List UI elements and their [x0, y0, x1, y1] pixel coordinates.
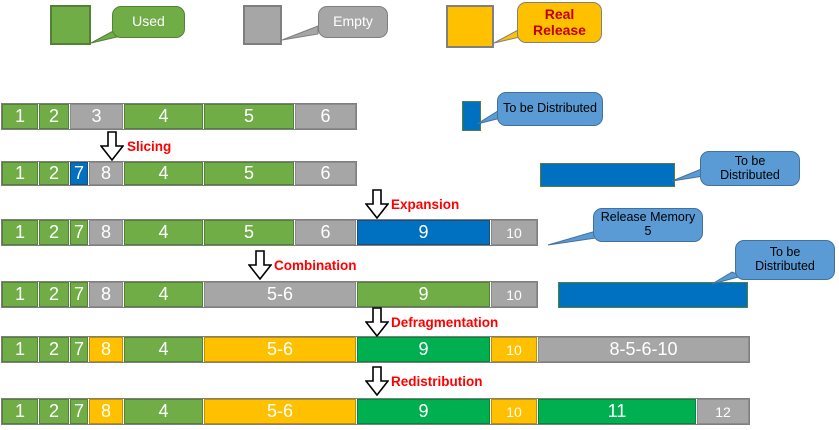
memory-segment-9: 9 [357, 337, 490, 362]
memory-segment-10: 10 [491, 337, 537, 362]
down-arrow-icon [365, 189, 389, 219]
memory-segment-4: 4 [124, 162, 203, 185]
memory-segment-2: 2 [39, 162, 69, 185]
memory-segment-5-6: 5-6 [204, 399, 356, 424]
step-label-combination: Combination [274, 258, 357, 273]
legend-empty-swatch [243, 5, 282, 45]
memory-segment-2: 2 [39, 282, 69, 307]
step-label-slicing: Slicing [127, 139, 172, 154]
memory-segment-7: 7 [70, 162, 88, 185]
memory-segment-4: 4 [124, 220, 203, 245]
memory-segment-1: 1 [2, 399, 38, 424]
memory-segment-4: 4 [124, 282, 203, 307]
memory-segment-10: 10 [491, 282, 537, 307]
memory-segment-7: 7 [70, 220, 88, 245]
memory-segment-8: 8 [89, 282, 123, 307]
memory-segment-1: 1 [2, 162, 38, 185]
callout-to-be-distributed-2: To be Distributed [700, 151, 800, 186]
memory-segment-12: 12 [697, 399, 749, 424]
memory-segment-2: 2 [39, 104, 69, 129]
free-memory-block-medium [540, 163, 675, 187]
memory-segment-2: 2 [39, 399, 69, 424]
memory-segment-4: 4 [124, 104, 203, 129]
memory-segment-3: 3 [70, 104, 123, 129]
callout-to-be-distributed-3: To be Distributed [735, 240, 835, 280]
memory-segment-5-6: 5-6 [204, 337, 356, 362]
free-memory-block-small [462, 101, 481, 131]
callout-release-memory-5: Release Memory 5 [593, 208, 703, 242]
down-arrow-icon [365, 366, 389, 396]
callout-label: Release Memory 5 [600, 210, 696, 238]
callout-label: To be Distributed [755, 245, 815, 273]
memory-segment-8: 8 [89, 220, 123, 245]
memory-segment-1: 1 [2, 220, 38, 245]
memory-segment-7: 7 [70, 337, 88, 362]
down-arrow-icon [365, 307, 389, 337]
legend-used-swatch [50, 5, 91, 45]
memory-segment-11: 11 [538, 399, 696, 424]
memory-segment-8: 8 [89, 162, 123, 185]
memory-segment-5-6: 5-6 [204, 282, 356, 307]
memory-segment-6: 6 [295, 220, 356, 245]
memory-segment-7: 7 [70, 399, 88, 424]
step-label-expansion: Expansion [391, 197, 460, 212]
memory-segment-9: 9 [357, 220, 490, 245]
legend-used-label: Used [132, 13, 165, 30]
legend-empty-bubble: Empty [318, 6, 388, 38]
memory-segment-1: 1 [2, 282, 38, 307]
step-label-redistribution: Redistribution [391, 374, 483, 389]
memory-segment-8: 8 [89, 399, 123, 424]
legend-real-release-label: Real Release [533, 6, 586, 38]
down-arrow-icon [100, 131, 124, 161]
memory-segment-10: 10 [491, 220, 537, 245]
callout-label: To be Distributed [720, 153, 780, 182]
free-memory-block-large [558, 282, 748, 308]
memory-segment-4: 4 [124, 337, 203, 362]
legend-real-release-swatch [446, 5, 494, 48]
memory-segment-6: 6 [295, 162, 356, 185]
down-arrow-icon [248, 250, 272, 280]
memory-segment-9: 9 [357, 282, 490, 307]
memory-segment-6: 6 [295, 104, 356, 129]
memory-segment-8-5-6-10: 8-5-6-10 [538, 337, 749, 362]
memory-segment-10: 10 [491, 399, 537, 424]
callout-to-be-distributed-1: To be Distributed [497, 92, 603, 126]
callout-label: To be Distributed [503, 101, 597, 116]
memory-segment-8: 8 [89, 337, 123, 362]
memory-segment-7: 7 [70, 282, 88, 307]
memory-segment-5: 5 [204, 220, 294, 245]
memory-segment-9: 9 [357, 399, 490, 424]
step-label-defragmentation: Defragmentation [391, 315, 499, 330]
memory-segment-2: 2 [39, 220, 69, 245]
memory-segment-4: 4 [124, 399, 203, 424]
memory-segment-1: 1 [2, 104, 38, 129]
legend-empty-tail [281, 25, 319, 41]
legend-empty-label: Empty [333, 13, 373, 30]
legend-real-release-bubble: Real Release [517, 2, 602, 43]
memory-segment-5: 5 [204, 162, 294, 185]
legend-used-bubble: Used [112, 6, 185, 38]
memory-segment-1: 1 [2, 337, 38, 362]
memory-segment-5: 5 [204, 104, 294, 129]
callout-tail [547, 230, 597, 246]
memory-segment-2: 2 [39, 337, 69, 362]
